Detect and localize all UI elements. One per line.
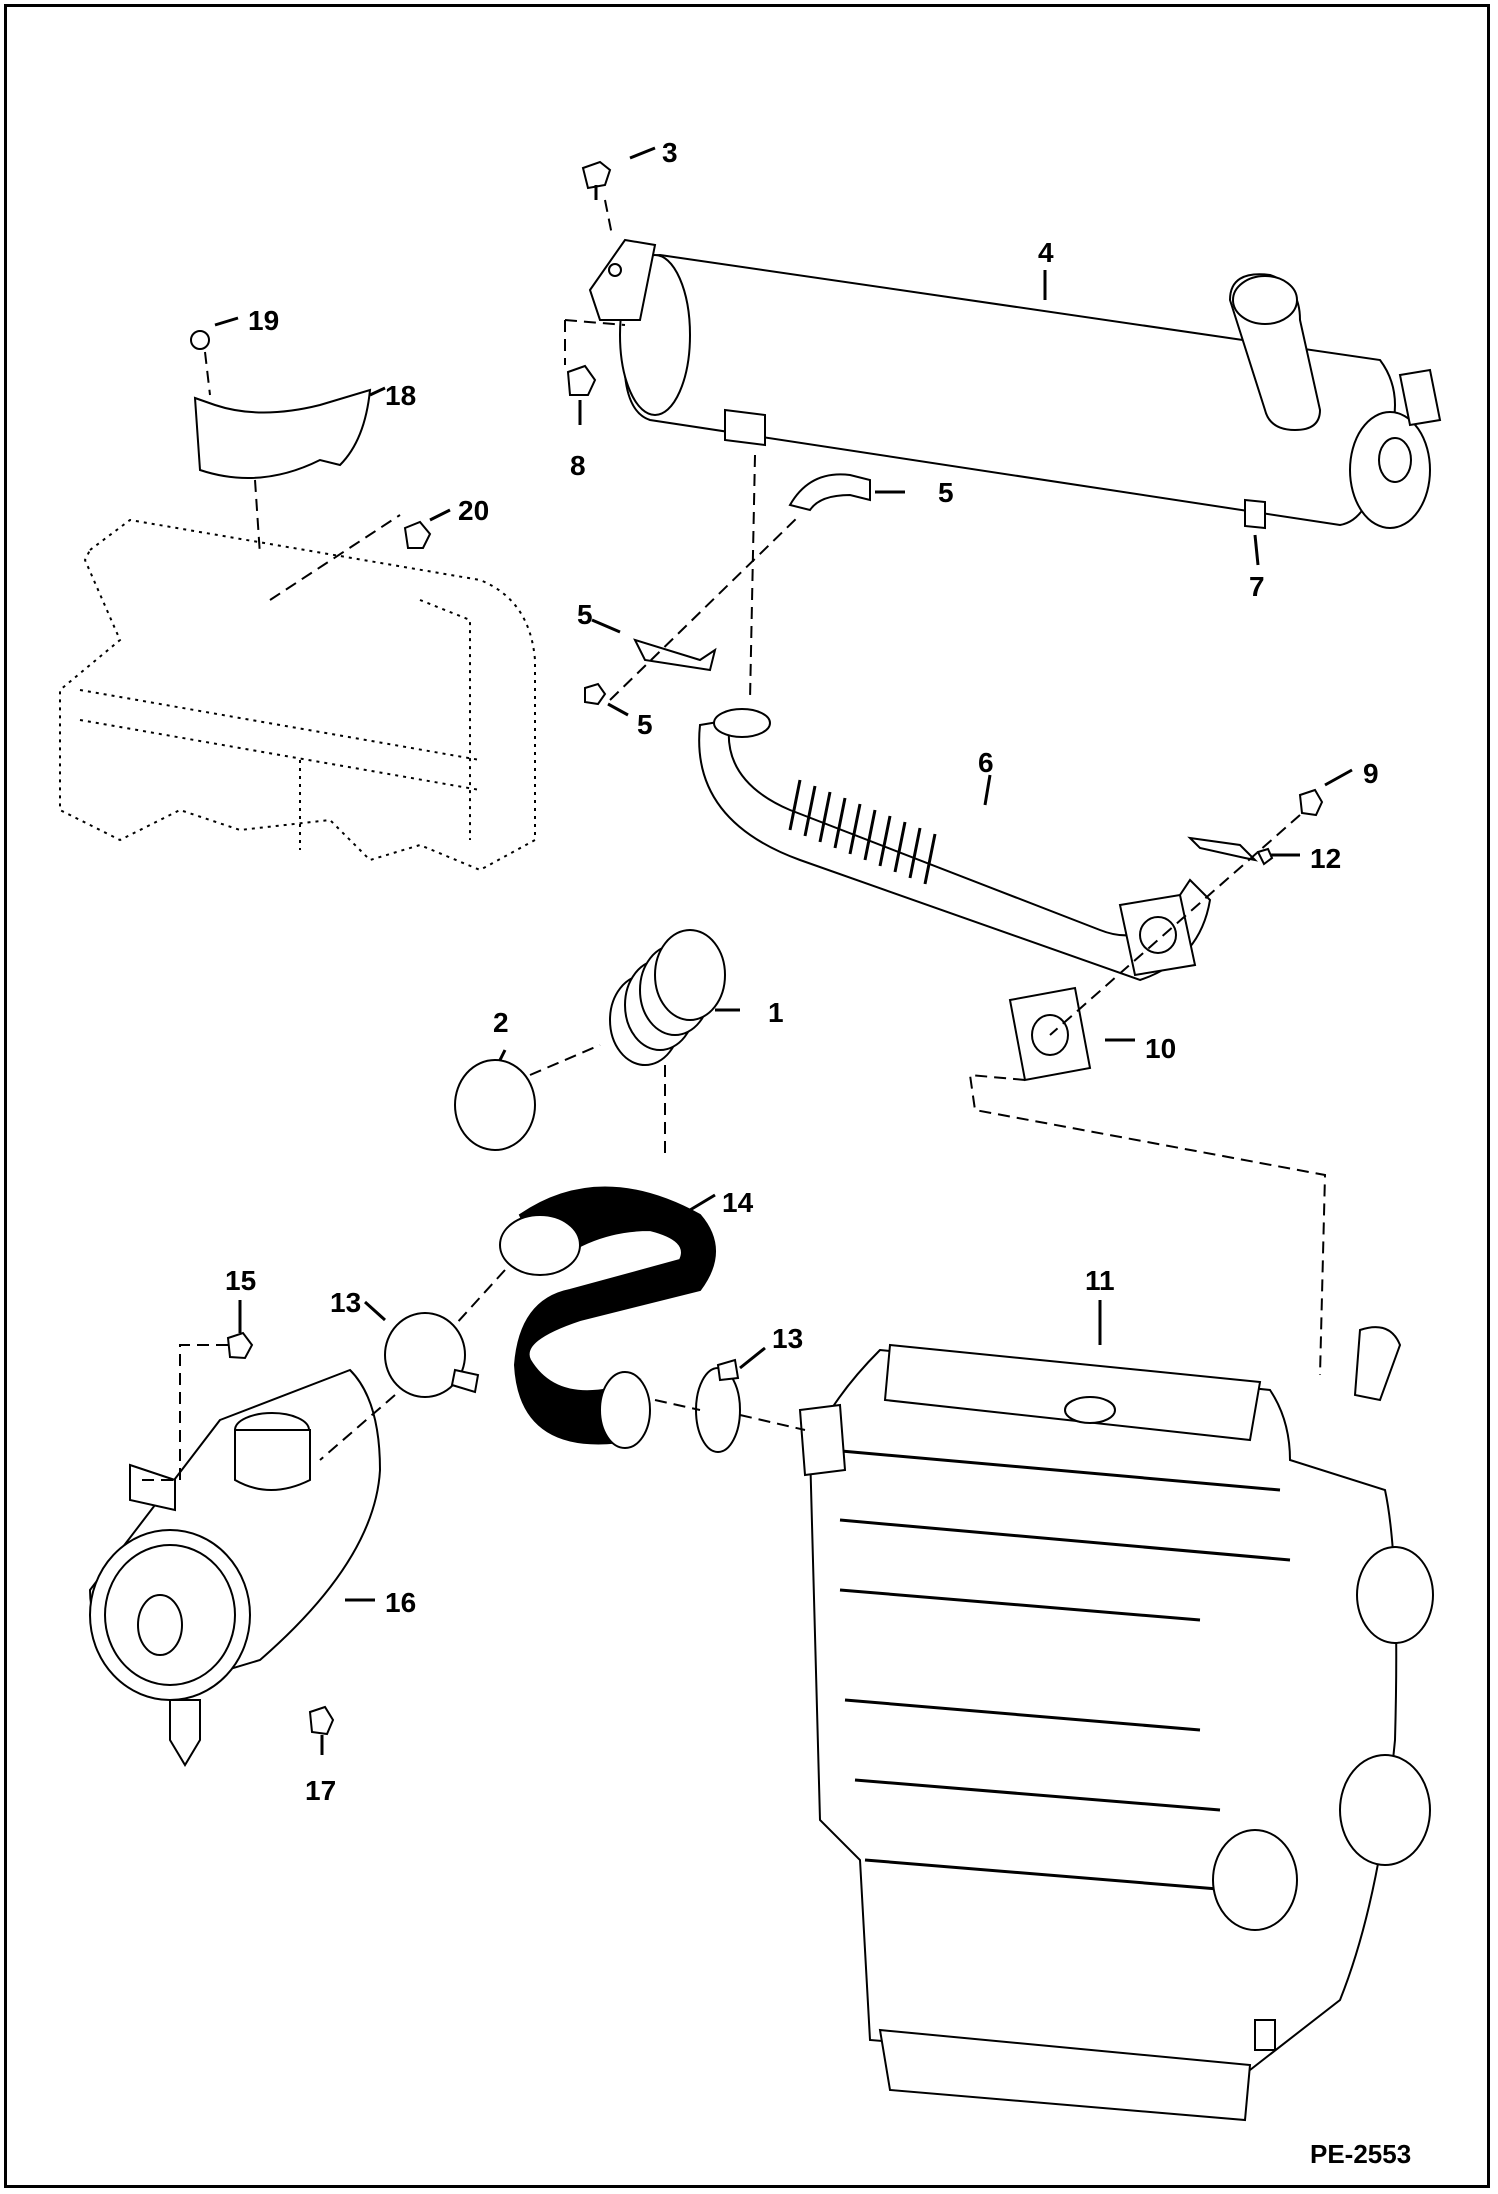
callout-1: 1 xyxy=(768,997,784,1028)
callout-18: 18 xyxy=(385,380,416,411)
callout-9: 9 xyxy=(1363,758,1379,789)
callout-11: 11 xyxy=(1085,1265,1115,1296)
muffler-part xyxy=(588,238,1442,530)
callout-10: 10 xyxy=(1145,1033,1176,1064)
callout-leader-lines xyxy=(214,146,1353,1755)
bolt-part-3 xyxy=(581,160,612,200)
callout-13-right: 13 xyxy=(772,1323,803,1354)
callout-16: 16 xyxy=(385,1587,416,1618)
nut-part-8 xyxy=(566,364,597,396)
bolt-part-15 xyxy=(226,1331,254,1360)
callout-5-middle: 5 xyxy=(577,599,593,630)
callout-20: 20 xyxy=(458,495,489,526)
callout-6: 6 xyxy=(978,747,994,778)
callout-8: 8 xyxy=(570,450,586,481)
callout-4: 4 xyxy=(1038,237,1054,268)
nut-part-20 xyxy=(403,520,432,549)
callout-14: 14 xyxy=(722,1187,754,1218)
callout-5-lower: 5 xyxy=(637,709,653,740)
callout-19: 19 xyxy=(248,305,279,336)
exhaust-pipe-part xyxy=(698,708,1212,982)
diagram-border xyxy=(4,4,1490,2188)
bolt-part-9 xyxy=(1298,788,1324,817)
engine-part-11 xyxy=(798,1326,1434,2122)
bolt-part-17 xyxy=(308,1705,335,1736)
callout-7: 7 xyxy=(1249,571,1265,602)
callout-2: 2 xyxy=(493,1007,509,1038)
clamp-part-5 xyxy=(584,473,871,706)
air-cleaner-part-16 xyxy=(88,1368,382,1767)
callout-15: 15 xyxy=(225,1265,256,1296)
callout-3: 3 xyxy=(662,137,678,168)
drawing-reference-code: PE-2553 xyxy=(1310,2139,1411,2169)
callout-17: 17 xyxy=(305,1775,336,1806)
clamp-part-2 xyxy=(454,1059,536,1151)
bracket-part-18 xyxy=(190,330,372,479)
assembly-connector-lines xyxy=(140,199,1327,1481)
machine-frame-outline xyxy=(59,518,536,872)
callout-labels: 1 2 3 4 5 5 5 6 7 8 9 10 11 12 13 13 14 … xyxy=(225,137,1379,1806)
callout-12: 12 xyxy=(1310,843,1341,874)
callout-13-left: 13 xyxy=(330,1287,361,1318)
bellows-part-1 xyxy=(609,929,726,1066)
clip-part-12 xyxy=(1187,836,1274,866)
clamp-part-13-right xyxy=(695,1358,741,1453)
intake-hose-part-14 xyxy=(499,1186,716,1449)
clamp-part-13-left xyxy=(384,1312,480,1398)
callout-5-upper: 5 xyxy=(938,477,954,508)
